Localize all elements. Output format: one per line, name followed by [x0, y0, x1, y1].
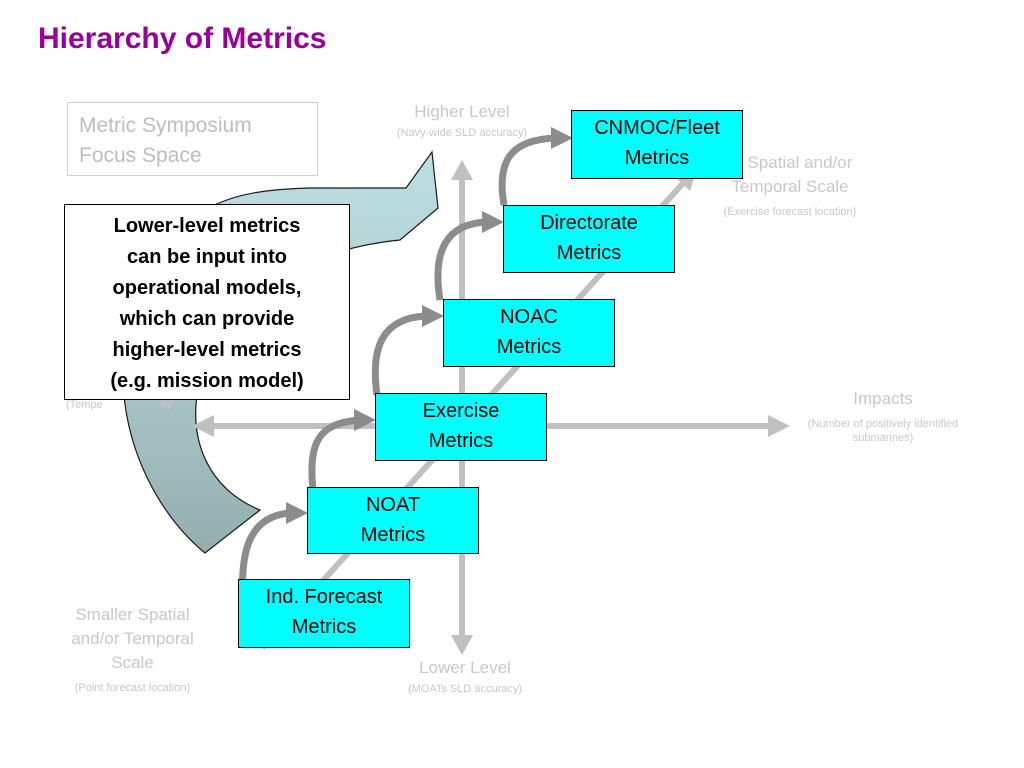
higher-level-label: Higher Level: [414, 102, 510, 121]
metric-box-cnmoc-fleet: CNMOC/Fleet Metrics: [571, 110, 743, 179]
metric-box-ind-forecast: Ind. Forecast Metrics: [238, 579, 410, 648]
step-arrow-5: [498, 134, 556, 206]
metric-label-line1: CNMOC/Fleet: [594, 117, 720, 139]
axis-label-larger-scale: er Spatial and/or Temporal Scale (Exerci…: [700, 151, 880, 219]
step-arrow-3-head: [422, 305, 444, 327]
metric-box-exercise: Exercise Metrics: [375, 393, 547, 461]
metric-box-directorate: Directorate Metrics: [503, 205, 675, 273]
impacts-label: Impacts: [853, 389, 913, 408]
page-title: Hierarchy of Metrics: [38, 22, 327, 55]
focus-space-line1: Metric Symposium: [79, 114, 252, 137]
lower-level-label: Lower Level: [419, 658, 511, 677]
metric-label-line2: Metrics: [624, 147, 690, 169]
smaller-scale-line2: and/or Temporal: [71, 629, 194, 648]
metric-box-noat: NOAT Metrics: [307, 487, 479, 554]
note-line6: (e.g. mission model): [110, 370, 304, 392]
metric-label-line2: Metrics: [556, 242, 622, 264]
axis-label-impacts: Impacts (Number of positively identified…: [783, 387, 983, 445]
metric-label-line1: Ind. Forecast: [265, 586, 383, 608]
smaller-scale-line1: Smaller Spatial: [75, 605, 190, 624]
focus-space-line2: Focus Space: [79, 144, 202, 167]
larger-scale-line2: Temporal Scale: [731, 177, 849, 196]
axis-label-temporal-fragment: (Tempe ity: [66, 398, 226, 412]
step-arrows: [239, 127, 573, 601]
impacts-sub-line1: (Number of positively identified: [807, 418, 959, 430]
step-arrow-1-head: [286, 502, 308, 524]
note-line4: which can provide: [119, 308, 295, 330]
temporal-fragment: (Tempe ity: [66, 399, 172, 411]
note-line3: operational models,: [112, 277, 302, 299]
metric-label-line2: Metrics: [428, 430, 494, 452]
impacts-sub-line2: submarines): [852, 432, 914, 444]
metric-box-noac: NOAC Metrics: [443, 299, 615, 367]
metric-label-line1: NOAT: [365, 494, 421, 516]
step-arrow-2-head: [354, 409, 376, 431]
note-box: Lower-level metrics can be input into op…: [64, 204, 350, 400]
metric-label-line2: Metrics: [291, 616, 357, 638]
step-arrow-2: [308, 416, 359, 491]
higher-level-sub: (Navy-wide SLD accuracy): [396, 127, 528, 139]
focus-space-box: Metric Symposium Focus Space: [67, 102, 318, 176]
axis-label-higher-level: Higher Level (Navy-wide SLD accuracy): [372, 100, 552, 140]
metric-label-line1: NOAC: [500, 306, 558, 328]
axis-label-smaller-scale: Smaller Spatial and/or Temporal Scale (P…: [50, 603, 215, 695]
metric-label-line2: Metrics: [496, 336, 562, 358]
metric-label-line1: Exercise: [422, 400, 500, 422]
smaller-scale-line3: Scale: [111, 653, 154, 672]
step-arrow-5-head: [551, 127, 573, 149]
larger-scale-line1: er Spatial and/or: [727, 153, 853, 172]
note-line1: Lower-level metrics: [113, 215, 301, 237]
larger-scale-sub: (Exercise forecast location): [723, 206, 857, 218]
step-arrow-4: [434, 218, 487, 301]
step-arrow-3: [371, 312, 427, 396]
step-arrow-4-head: [482, 211, 504, 233]
metric-label-line1: Directorate: [540, 212, 638, 234]
note-line2: can be input into: [127, 246, 287, 268]
metric-label-line2: Metrics: [360, 524, 426, 546]
smaller-scale-sub: (Point forecast location): [74, 682, 191, 694]
axis-label-lower-level: Lower Level (MOATs SLD accuracy): [375, 656, 555, 696]
lower-level-sub: (MOATs SLD accuracy): [407, 683, 523, 695]
note-line5: higher-level metrics: [112, 339, 302, 361]
